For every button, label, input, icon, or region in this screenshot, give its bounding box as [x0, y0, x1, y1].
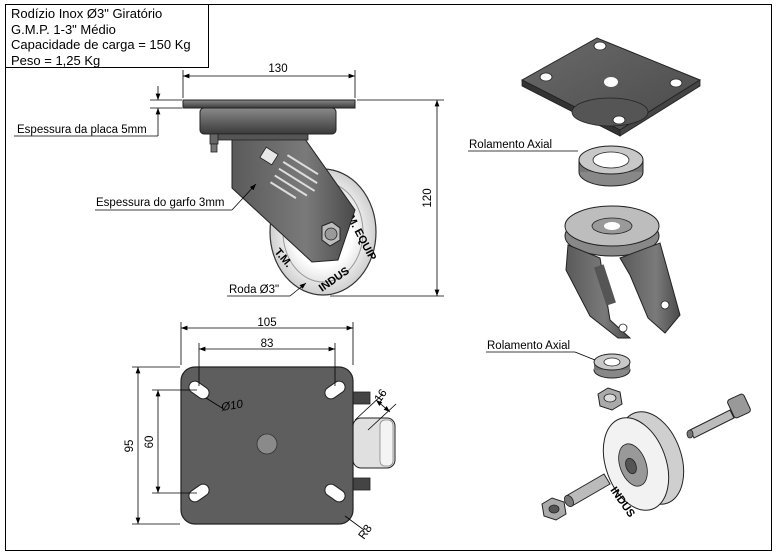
dim-top-corner-radius: R8: [357, 523, 375, 542]
dim-top-hole-width: 83: [261, 338, 274, 350]
exploded-axle: [564, 473, 611, 507]
dim-top-wheel-width: 16: [373, 387, 390, 404]
title-line-capacity: Capacidade de carga = 150 Kg: [11, 37, 191, 52]
exploded-top-bearing: [578, 145, 644, 187]
title-line-model: G.M.P. 1-3" Médio: [11, 21, 116, 37]
exploded-top-plate: [520, 37, 702, 137]
label-bearing-bottom: Rolamento Axial: [487, 340, 570, 352]
label-plate-thickness: Espessura da placa 5mm: [17, 124, 147, 136]
dim-top-hole-diameter: Ø10: [219, 398, 244, 414]
exploded-bolt: [686, 393, 751, 439]
exploded-nut-top: [597, 387, 623, 411]
label-fork-thickness: Espessura do garfo 3mm: [96, 197, 224, 209]
side-view-fork: [231, 131, 356, 263]
exploded-wheel: INDUS: [602, 411, 685, 520]
title-line-product: Rodízio Inox Ø3" Giratório: [11, 6, 163, 21]
label-wheel-diameter: Roda Ø3": [229, 284, 279, 296]
dim-top-outer-width: 105: [257, 317, 276, 329]
dim-side-height: 120: [422, 188, 434, 207]
dim-side-width: 130: [268, 63, 287, 75]
label-bearing-top: Rolamento Axial: [469, 139, 552, 151]
dim-top-hole-height: 60: [144, 436, 156, 449]
side-view-plate: [182, 99, 356, 153]
exploded-view: Rolamento Axial Rolamento Axial: [468, 37, 751, 521]
title-block: Rodízio Inox Ø3" Giratório G.M.P. 1-3" M…: [5, 4, 209, 68]
exploded-fork: [564, 205, 681, 339]
drawing-border: [5, 4, 772, 551]
exploded-nut-bottom: [541, 497, 567, 521]
side-view: T.M. EQUIP INDUS T.M.: [14, 63, 444, 297]
dim-top-outer-height: 95: [124, 440, 136, 453]
title-line-weight: Peso = 1,25 Kg: [11, 52, 101, 68]
top-view: 105 83 95 60 Ø10 16 R8: [124, 317, 397, 542]
exploded-bottom-bearing: [593, 353, 631, 379]
